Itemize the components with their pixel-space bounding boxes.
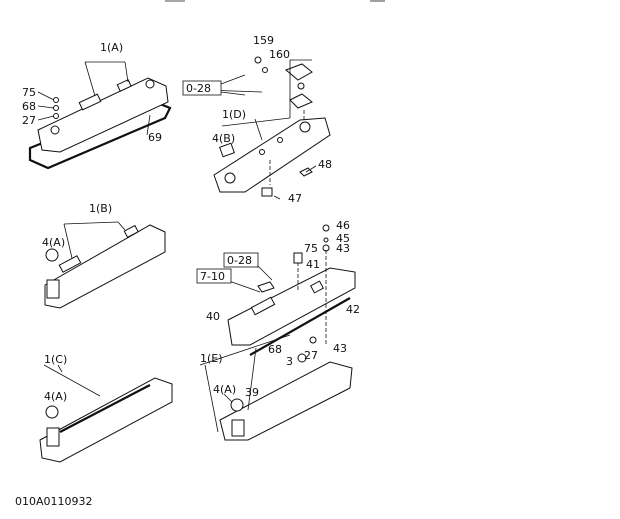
label-27-e: 27 [304,349,318,362]
label-4a-e: 4(A) [213,383,236,396]
label-47: 47 [288,192,302,205]
label-68: 68 [22,100,36,113]
label-46: 46 [336,219,350,232]
valve-cover-a [28,61,172,170]
label-1b: 1(B) [89,202,112,215]
label-4a-b: 4(A) [42,236,65,249]
reference-box-7-10 [196,268,232,284]
label-1e: 1(E) [200,352,223,365]
label-27: 27 [22,114,36,127]
figure-code: 010A0110932 [15,495,93,508]
label-1d: 1(D) [222,108,246,121]
label-4a-c: 4(A) [44,390,67,403]
label-41: 41 [306,258,320,271]
valve-cover-d [204,56,331,200]
label-68-e: 68 [268,343,282,356]
label-43-top: 43 [336,242,350,255]
label-75-e: 75 [304,242,318,255]
label-43-bottom: 43 [333,342,347,355]
label-75: 75 [22,86,36,99]
valve-cover-c [39,364,173,463]
label-0-28-e: 0-28 [227,254,252,267]
valve-cover-e [199,224,356,441]
label-45: 45 [336,232,350,245]
label-69: 69 [148,131,162,144]
label-40: 40 [206,310,220,323]
reference-box-0-28 [223,252,259,268]
label-160: 160 [269,48,290,61]
label-1c: 1(C) [44,353,67,366]
valve-cover-b [44,221,166,309]
label-1a: 1(A) [100,41,123,54]
reference-box-0-28 [182,80,222,96]
label-0-28-top: 0-28 [186,82,211,95]
label-42: 42 [346,303,360,316]
label-48: 48 [318,158,332,171]
label-159: 159 [253,34,274,47]
label-3: 3 [286,355,293,368]
label-7-10: 7-10 [200,270,225,283]
label-39: 39 [245,386,259,399]
label-4b: 4(B) [212,132,235,145]
